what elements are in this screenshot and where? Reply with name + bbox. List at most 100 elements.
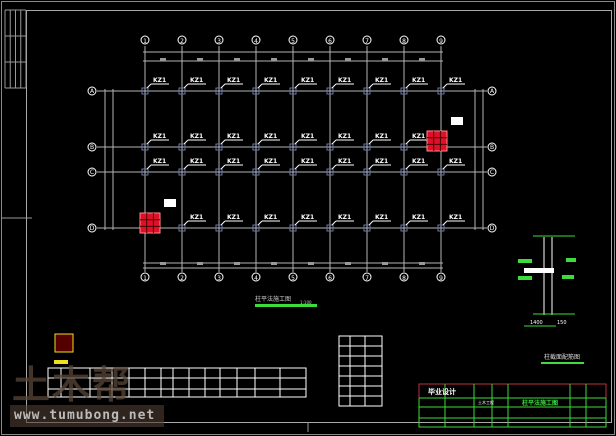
leader-line <box>331 220 337 226</box>
dimension-text <box>271 58 277 61</box>
column-kz1 <box>326 143 334 151</box>
column-kz1 <box>289 224 297 232</box>
axis-label: 9 <box>439 38 443 45</box>
legend-mark <box>54 360 68 364</box>
column-kz1 <box>178 143 186 151</box>
column-kz1 <box>400 143 408 151</box>
leader-line <box>146 83 152 89</box>
leader-line <box>405 139 411 145</box>
axis-bubble <box>177 35 187 45</box>
column-label: KZ1 <box>412 133 425 140</box>
column-kz1 <box>289 87 297 95</box>
column-label: KZ1 <box>227 214 240 221</box>
highlighted-column-section <box>139 212 161 234</box>
column-kz1 <box>215 168 223 176</box>
axis-label: C <box>490 169 494 176</box>
column-kz1 <box>178 87 186 95</box>
axis-bubble <box>325 35 335 45</box>
column-label: KZ1 <box>301 158 314 165</box>
inner-frame <box>26 10 612 423</box>
axis-bubble <box>288 35 298 45</box>
column-label: KZ1 <box>190 214 203 221</box>
leader-line <box>442 220 448 226</box>
column-kz1 <box>400 168 408 176</box>
axis-label: 1 <box>143 38 147 45</box>
dimension-text <box>197 262 203 265</box>
column-kz1 <box>437 224 445 232</box>
column-label: KZ1 <box>338 133 351 140</box>
axis-label: 1 <box>143 275 147 282</box>
major: 土木工程 <box>478 399 494 405</box>
leader-line <box>368 220 374 226</box>
leader-line <box>220 139 226 145</box>
column-kz1 <box>400 224 408 232</box>
axis-bubble <box>214 35 224 45</box>
leader-line <box>294 139 300 145</box>
column-label: KZ1 <box>412 158 425 165</box>
dimension-text <box>160 58 166 61</box>
title-underline <box>541 362 584 364</box>
axis-label: 5 <box>291 275 295 282</box>
column-label: KZ1 <box>153 158 166 165</box>
column-label: KZ1 <box>412 77 425 84</box>
dimension-text <box>419 58 425 61</box>
column-kz1 <box>326 224 334 232</box>
column-label: KZ1 <box>449 214 462 221</box>
axis-label: A <box>90 88 95 95</box>
column-kz1 <box>363 143 371 151</box>
column-label: KZ1 <box>412 214 425 221</box>
column-kz1 <box>252 224 260 232</box>
column-label: KZ1 <box>227 158 240 165</box>
column-kz1 <box>215 224 223 232</box>
detail-dim-text: 150 <box>557 320 567 326</box>
leader-line <box>146 164 152 170</box>
column-label: KZ1 <box>153 77 166 84</box>
axis-label: D <box>490 225 495 232</box>
column-kz1 <box>178 168 186 176</box>
leader-line <box>368 83 374 89</box>
leader-line <box>442 83 448 89</box>
column-label: KZ1 <box>375 133 388 140</box>
column-label: KZ1 <box>375 158 388 165</box>
leader-line <box>442 164 448 170</box>
leader-line <box>405 164 411 170</box>
plan-title: 柱平法施工图 <box>255 295 291 303</box>
axis-bubble <box>487 142 497 152</box>
column-kz1 <box>326 168 334 176</box>
dimension-text <box>382 262 388 265</box>
axis-label: 8 <box>402 38 406 45</box>
axis-label: D <box>90 225 95 232</box>
column-label: KZ1 <box>153 133 166 140</box>
leader-line <box>257 83 263 89</box>
column-kz1 <box>178 224 186 232</box>
axis-bubble <box>140 35 150 45</box>
column-label: KZ1 <box>301 133 314 140</box>
axis-label: A <box>490 88 495 95</box>
leader-line <box>220 164 226 170</box>
detail-title: 柱截面配筋图 <box>544 353 580 361</box>
leader-line <box>368 164 374 170</box>
axis-label: 2 <box>180 275 184 282</box>
axis-label: 3 <box>217 38 221 45</box>
leader-line <box>331 164 337 170</box>
axis-label: 6 <box>328 275 332 282</box>
axis-bubble <box>362 35 372 45</box>
axis-label: 4 <box>254 275 258 282</box>
dimension-text <box>345 58 351 61</box>
axis-bubble <box>362 272 372 282</box>
dimension-text <box>345 262 351 265</box>
column-label: KZ1 <box>264 214 277 221</box>
column-kz1 <box>252 87 260 95</box>
column-label: KZ1 <box>264 158 277 165</box>
dimension-text <box>382 58 388 61</box>
detail-label <box>518 276 532 280</box>
axis-bubble <box>140 272 150 282</box>
column-kz1 <box>252 143 260 151</box>
detail-label <box>566 258 576 262</box>
leader-line <box>220 83 226 89</box>
axis-label: 5 <box>291 38 295 45</box>
column-label: KZ1 <box>449 77 462 84</box>
axis-label: B <box>90 144 94 151</box>
